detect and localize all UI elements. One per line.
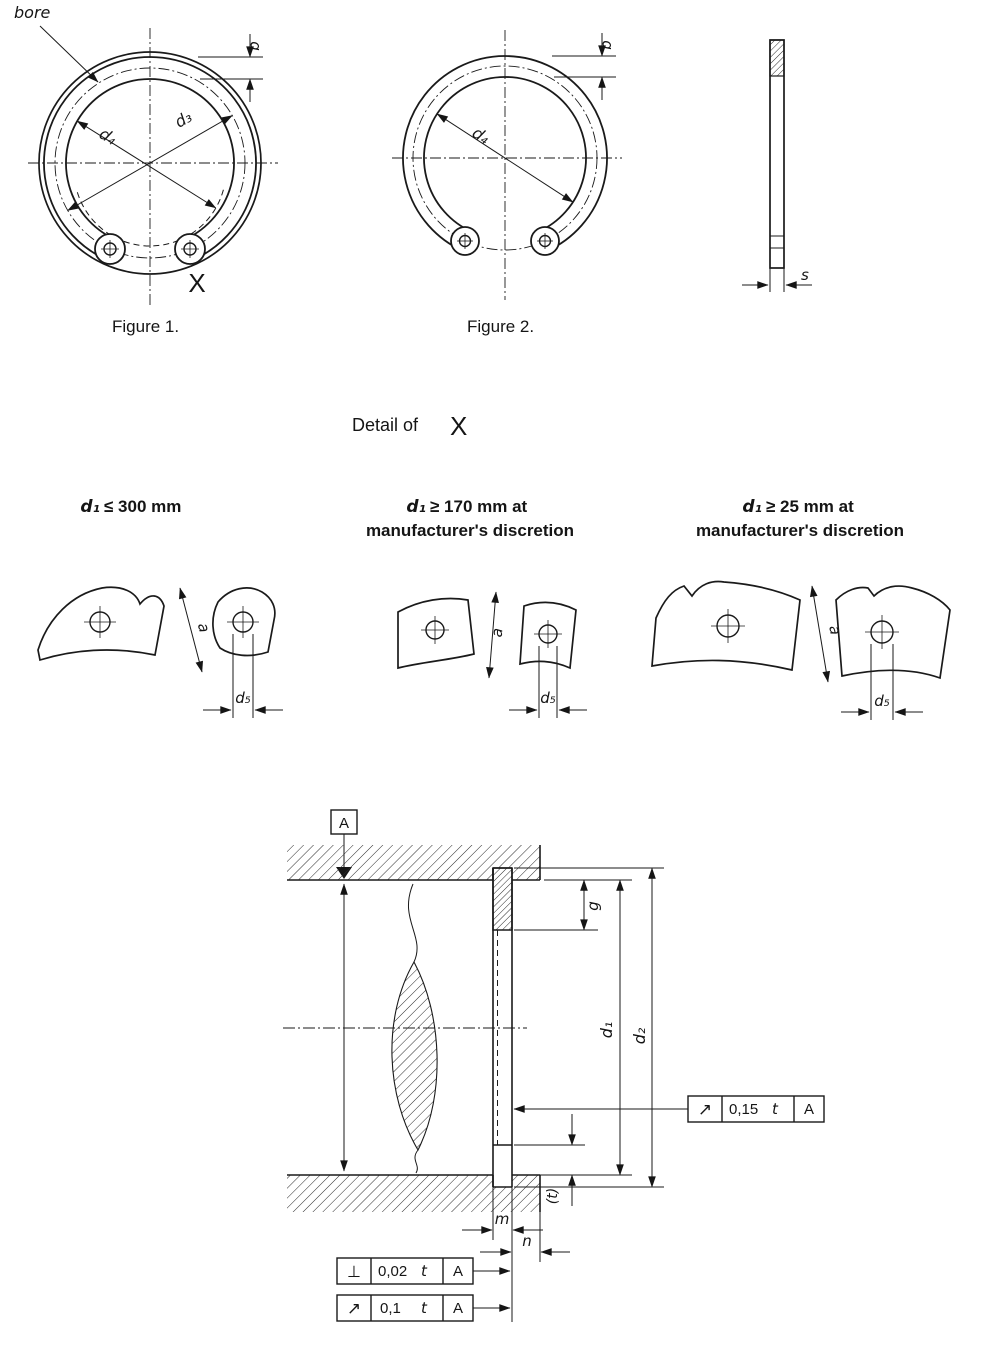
detail-variant-1	[37, 586, 283, 718]
ring-section-top	[492, 867, 513, 931]
dim-g	[514, 879, 632, 931]
detail-variant-3	[651, 580, 951, 720]
break-line-bottom	[414, 1149, 419, 1174]
fcf-runout-value: 0,1	[380, 1300, 401, 1317]
figure1-drawing	[28, 25, 278, 308]
v3-d5-label: d₅	[874, 692, 890, 710]
v1-left-lug	[37, 586, 165, 662]
fig2-b-label: b	[597, 40, 615, 50]
fig1-dim-b	[198, 34, 263, 102]
variant2-cond-line2: manufacturer's discretion	[366, 521, 574, 540]
v2-right-lug	[519, 601, 577, 670]
fig2-caption: Figure 2.	[467, 317, 534, 336]
variant2-cond-var: d₁	[406, 497, 426, 517]
side-view-section-hatch	[769, 39, 785, 77]
variant1-cond-var: d₁	[80, 497, 100, 517]
fcf-runout-symbol: ↗	[347, 1299, 361, 1318]
fcf-top-symbol: ↗	[698, 1100, 712, 1119]
fig2-hole-crosshairs	[457, 233, 553, 249]
fcf-runout-datum: A	[453, 1300, 463, 1317]
side-view-dim-s	[742, 268, 812, 292]
d2-label: d₂	[630, 1027, 649, 1044]
break-line-top	[407, 883, 418, 963]
fig1-mid-circle	[54, 67, 246, 259]
dim-t	[514, 1114, 585, 1206]
d1-label: d₁	[597, 1022, 616, 1039]
v2-d5-label: d₅	[540, 689, 556, 707]
v1-d5-label: d₅	[235, 689, 251, 707]
fig2-ring-inner-edge	[423, 76, 587, 233]
fig1-b-label: b	[245, 41, 263, 51]
dim-d2	[514, 867, 664, 1188]
fcf-perp-t: t	[421, 1262, 428, 1280]
fig1-ring-inner-edge	[65, 78, 235, 242]
g-label: g	[584, 901, 602, 911]
fig1-bore-label: bore	[14, 3, 51, 22]
datum-label: A	[339, 815, 349, 832]
m-label: m	[495, 1210, 510, 1228]
fig1-hole-crosshairs	[101, 240, 199, 258]
fcf-top-t: t	[772, 1100, 779, 1118]
figure2-drawing	[392, 30, 622, 300]
fig2-ring-outer-edge	[402, 55, 608, 253]
v1-dim-a	[179, 587, 203, 673]
ring-body	[492, 868, 513, 1187]
v2-a-label: a	[488, 627, 507, 638]
variant3-cond-line2: manufacturer's discretion	[696, 521, 904, 540]
side-view-drawing	[742, 39, 812, 292]
fcf-perp-datum: A	[453, 1263, 463, 1280]
fig1-d3-label: d₃	[171, 107, 195, 132]
detail-title: Detail of	[352, 415, 419, 435]
detail-variant-2	[397, 591, 587, 718]
fig2-mid-circle	[412, 65, 598, 251]
fcf-runout-bottom	[336, 1294, 511, 1322]
variant1-cond-rest: ≤ 300 mm	[104, 497, 181, 516]
fig1-bore-circle	[38, 51, 262, 275]
fig1-dim-d4	[76, 120, 217, 209]
fcf-runout-top	[513, 1095, 825, 1123]
fig1-detail-marker: X	[188, 268, 205, 298]
v3-right-lug	[835, 585, 951, 680]
n-label: n	[522, 1232, 532, 1250]
v1-a-label: a	[194, 621, 214, 635]
fig2-d4-label: d₄	[469, 123, 494, 148]
v3-left-lug	[651, 580, 801, 672]
housing-bottom-hatch	[287, 1175, 540, 1212]
fcf-top-value: 0,15	[729, 1101, 758, 1118]
v3-dim-a	[809, 585, 831, 683]
v3-a-label: a	[825, 624, 844, 636]
v2-dim-a	[486, 591, 499, 679]
fcf-perp-symbol: ⊥	[347, 1264, 361, 1281]
fcf-perp-value: 0,02	[378, 1263, 407, 1280]
fig1-caption: Figure 1.	[112, 317, 179, 336]
v3-dim-d5	[841, 644, 923, 720]
v2-left-lug	[397, 597, 475, 670]
v1-dim-d5	[203, 634, 283, 718]
section-leaf	[391, 960, 438, 1152]
fig2-dim-d4	[436, 113, 574, 203]
fcf-runout-t: t	[421, 1299, 428, 1317]
installation-drawing	[283, 809, 825, 1322]
side-view-s-label: s	[801, 266, 809, 284]
housing-top-hatch	[287, 845, 540, 880]
variant2-cond-rest: ≥ 170 mm at	[430, 497, 528, 516]
fig1-ring-outer-edge	[43, 56, 257, 263]
variant3-cond-rest: ≥ 25 mm at	[766, 497, 854, 516]
fig1-bore-leader	[39, 25, 99, 83]
v2-dim-d5	[509, 646, 587, 718]
v1-right-lug	[212, 587, 276, 657]
fcf-perpendicularity	[336, 1257, 511, 1285]
fcf-top-datum: A	[804, 1101, 814, 1118]
t-label: (t)	[545, 1188, 561, 1204]
fig1-free-state-arc	[76, 189, 224, 247]
variant3-cond-var: d₁	[742, 497, 762, 517]
fig2-dim-b	[552, 33, 616, 100]
detail-title-marker: X	[450, 411, 467, 441]
